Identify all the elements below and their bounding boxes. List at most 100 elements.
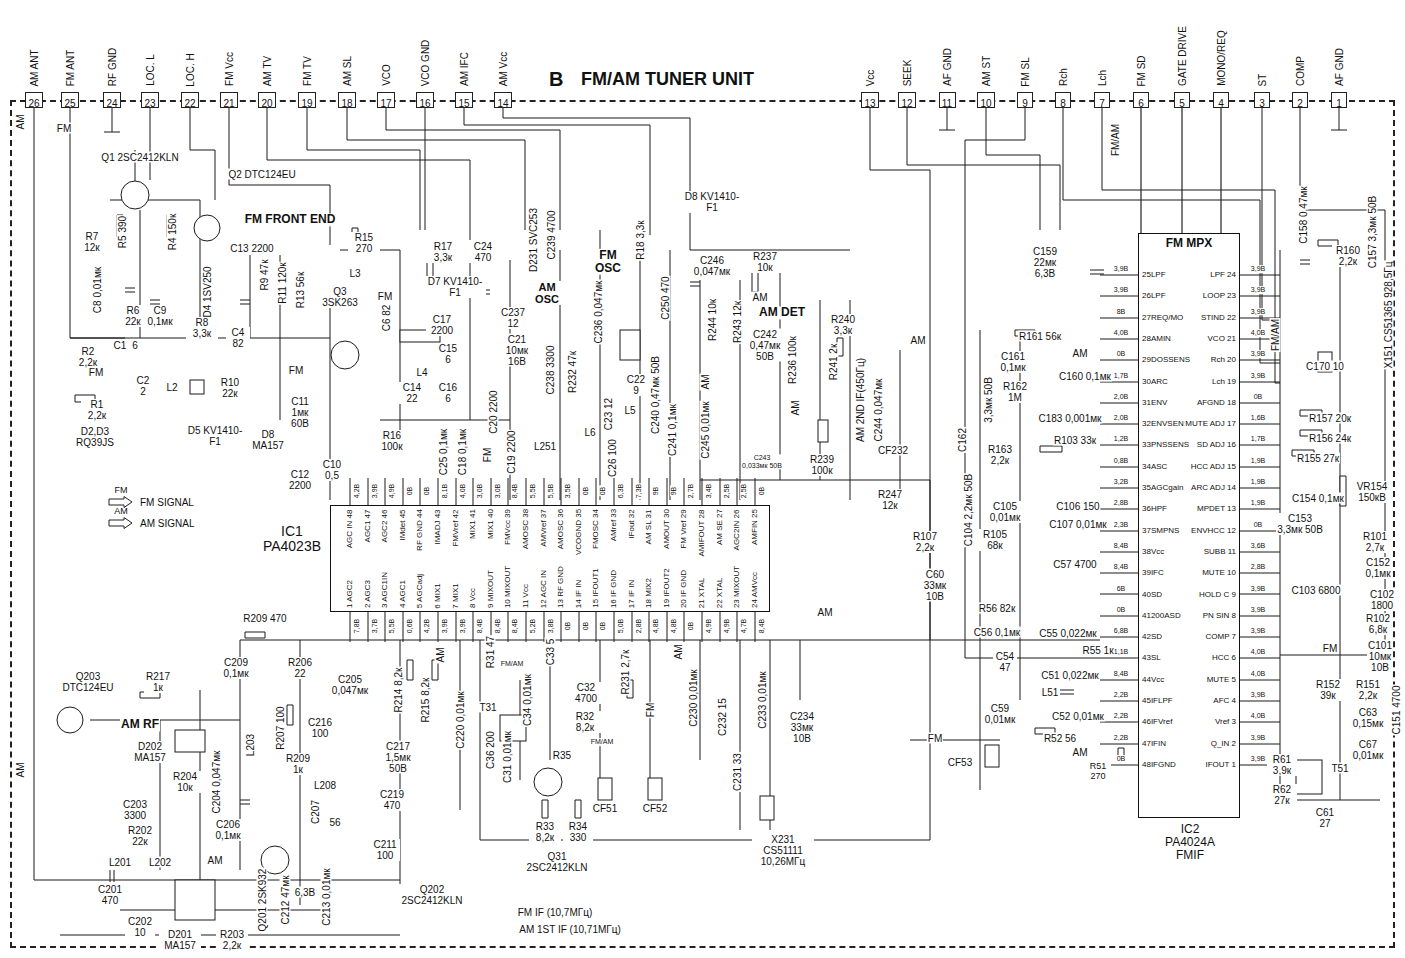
pin-label: AMOSC 36 <box>557 508 566 550</box>
voltage-label: 0В <box>758 486 766 497</box>
component-label: C52 0,01мк <box>1051 711 1105 722</box>
voltage-label: 4,0В <box>1250 649 1266 657</box>
component-label: D202 MA157 <box>129 741 171 763</box>
voltage-label: 2,2В <box>1113 734 1129 742</box>
voltage-label: 3,4В <box>705 483 713 499</box>
component-label: Q2 DTC124EU <box>227 169 296 180</box>
pin-label: Rch 20 <box>1210 356 1237 365</box>
component-label: C63 0,15мк <box>1350 707 1386 729</box>
component-label: C57 4700 <box>1052 559 1097 570</box>
pin-name: LOC. L <box>145 53 156 87</box>
component-label: C106 150 <box>1055 501 1100 512</box>
voltage-label: 8,4В <box>512 618 520 634</box>
capacitor-symbols <box>110 260 1310 882</box>
voltage-label: 8,1В <box>441 483 449 499</box>
voltage-label: 4,8В <box>652 618 660 634</box>
pin-label: AM SL 31 <box>645 508 654 545</box>
component-label: R15 270 <box>348 232 380 254</box>
pin-name: MONO/REQ <box>1216 29 1227 87</box>
voltage-label: 3,9В <box>1250 755 1266 763</box>
component-label: C160 0,1мк <box>1058 371 1112 382</box>
connector-pin: 4MONO/REQ <box>1213 92 1229 108</box>
pin-name: FM Vcc <box>224 51 235 87</box>
voltage-label: 8,4В <box>476 618 484 634</box>
component-label: R240 3,3к <box>824 314 862 336</box>
pin-number: 14 <box>497 97 508 111</box>
component-label: C17 2200 <box>426 314 458 336</box>
connector-pin: 22LOC. H <box>181 92 199 108</box>
voltage-label: 3,9В <box>1250 350 1266 358</box>
pin-label: AFGND 18 <box>1196 398 1237 407</box>
component-label: Q203 DTC124EU <box>52 671 124 693</box>
pin-label: HCC 6 <box>1211 654 1237 663</box>
pin-label: 35AGCgain <box>1141 484 1184 493</box>
voltage-label: 0В <box>688 621 696 632</box>
pin-label: AMOSC 38 <box>522 508 531 550</box>
voltage-label: 3,9В <box>1250 308 1266 316</box>
voltage-label: 0В <box>1253 393 1264 401</box>
pin-label: 48IFGND <box>1141 760 1177 769</box>
connector-pin: 16VCO GND <box>416 92 434 108</box>
component-label: C233 0,01мк <box>757 670 768 729</box>
pin-name: Lch <box>1097 69 1108 87</box>
voltage-label: 3,6В <box>1250 542 1266 550</box>
voltage-label: 2,0В <box>1113 393 1129 401</box>
component-label: R241 2к <box>828 343 839 382</box>
voltage-label: 8,4В <box>494 618 502 634</box>
component-label: R239 100к <box>804 454 840 476</box>
voltage-label: 4,2В <box>353 483 361 499</box>
pin-number: 3 <box>1259 97 1265 111</box>
component-label: 6,3В <box>294 887 317 898</box>
voltage-label: 4,0В <box>1250 670 1266 678</box>
voltage-label: 3,8В <box>547 618 555 634</box>
component-label: FM/AM <box>1270 318 1281 352</box>
connector-pin: 6FM SD <box>1133 92 1149 108</box>
component-label: R244 10к <box>707 298 718 342</box>
component-label: C18 0,1мк <box>457 428 468 476</box>
connector-pin: 9FM SL <box>1017 92 1033 108</box>
component-label: C16 6 <box>436 382 460 404</box>
voltage-label: 5,2В <box>529 618 537 634</box>
component-label: C162 <box>957 427 968 453</box>
pin-label: MIX1 40 <box>486 508 495 540</box>
legend-swatch <box>109 497 132 508</box>
component-label: R62 27к <box>1267 784 1297 806</box>
component-label: AM <box>1072 747 1089 758</box>
voltage-label: 2,0В <box>1113 414 1129 422</box>
transistor-symbol <box>194 215 220 241</box>
pin-number: 12 <box>901 97 912 111</box>
pin-label: 39IFC <box>1141 569 1165 578</box>
voltage-label: 3,9В <box>1250 691 1266 699</box>
component-label: C170 10 <box>1305 361 1345 372</box>
component-label: FM IF (10,7МГц) <box>517 907 593 918</box>
component-label: C8 0,01мк <box>92 266 103 314</box>
component-label: R215 8,2к <box>420 677 431 724</box>
component-label: C203 3300 <box>119 799 151 821</box>
pin-label: AMOUT 30 <box>662 508 671 550</box>
unit-title: FM/AM TUNER UNIT <box>578 70 757 90</box>
connector-pin: 12SEEK <box>898 92 916 108</box>
voltage-label: 1,1В <box>1113 649 1129 657</box>
pin-label: AM SE 27 <box>715 508 724 546</box>
pin-number: 5 <box>1179 97 1185 111</box>
connector-pin: 26AM ANT <box>25 92 43 108</box>
voltage-label: 8,4В <box>758 618 766 634</box>
component-label: R7 12к <box>78 231 106 253</box>
component-label: AM <box>752 292 769 303</box>
voltage-label: 0В <box>1116 755 1127 763</box>
pin-number: 24 <box>106 97 117 111</box>
component-label: AM <box>15 762 26 779</box>
component-label: R247 12к <box>874 489 906 511</box>
component-label: R105 68к <box>979 529 1011 551</box>
ic-label: IC2 PA4024A FMIF <box>1158 823 1222 863</box>
pin-number: 21 <box>223 97 234 111</box>
component-label: C11 1мк 60В <box>284 396 316 429</box>
pin-label: MIX1 41 <box>469 508 478 540</box>
pin-number: 9 <box>1022 97 1028 111</box>
component-label: CF51 <box>592 803 618 814</box>
voltage-label: 1,6В <box>1250 414 1266 422</box>
component-label: AM <box>790 400 801 417</box>
voltage-label: 6В <box>1116 585 1127 593</box>
pin-number: 11 <box>942 97 952 111</box>
voltage-label: 3,9В <box>441 618 449 634</box>
